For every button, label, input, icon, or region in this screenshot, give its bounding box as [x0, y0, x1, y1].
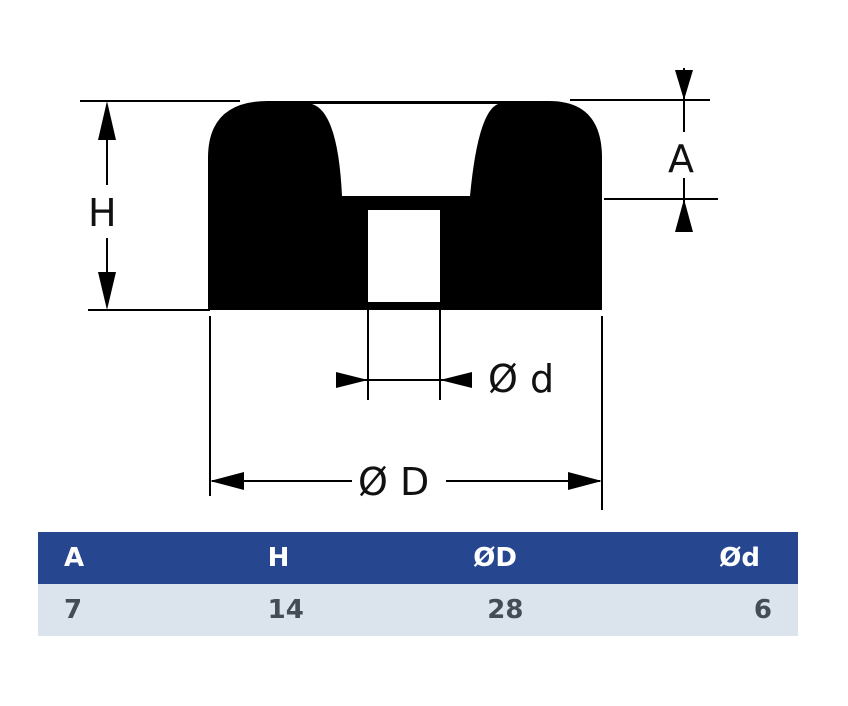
part-cross-section	[208, 101, 602, 310]
top-depth-label: A	[668, 137, 694, 181]
cell-h: 14	[241, 584, 448, 636]
cell-a: 7	[38, 584, 242, 636]
height-dimension: H	[80, 100, 240, 311]
cell-inner-diameter: 6	[693, 584, 798, 636]
table-header-row: A H ØD Ød	[38, 532, 798, 584]
column-header-outer-diameter: ØD	[447, 532, 694, 584]
outer-diameter-label: Ø D	[358, 460, 429, 504]
outer-diameter-dimension: Ø D	[209, 316, 603, 510]
column-header-a: A	[38, 532, 242, 584]
dimensions-table: A H ØD Ød 7 14 28 6	[38, 532, 798, 636]
inner-diameter-dimension: Ø d	[336, 310, 554, 401]
top-depth-dimension: A	[570, 68, 718, 232]
height-label: H	[88, 191, 117, 235]
column-header-inner-diameter: Ød	[693, 532, 798, 584]
table-row: 7 14 28 6	[38, 584, 798, 636]
cross-section-diagram: H A Ø d Ø D	[80, 68, 718, 510]
cell-outer-diameter: 28	[447, 584, 694, 636]
inner-diameter-label: Ø d	[488, 357, 554, 401]
column-header-h: H	[241, 532, 448, 584]
